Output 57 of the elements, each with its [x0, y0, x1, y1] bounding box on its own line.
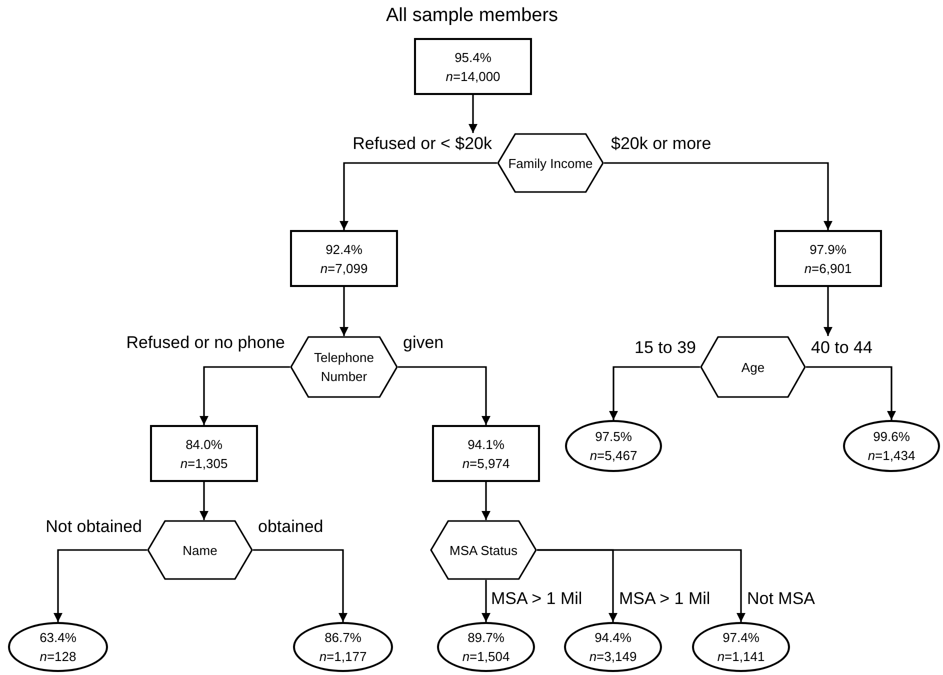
decision-label: MSA Status — [448, 542, 518, 560]
node-text: 86.7% — [324, 629, 362, 647]
arrow — [340, 287, 348, 336]
node-text: n=1,305 — [179, 454, 229, 472]
node-text: n=128 — [38, 648, 78, 666]
node-text: n=1,141 — [716, 648, 766, 666]
node-text: n=1,504 — [461, 648, 511, 666]
node-text: n=1,434 — [866, 447, 916, 465]
decision-hexagon — [430, 520, 537, 580]
arrow — [398, 366, 490, 425]
decision-hexagon — [147, 520, 253, 580]
arrow — [54, 549, 147, 622]
arrow — [806, 366, 896, 420]
edge-label: given — [402, 333, 445, 353]
node-text: n=6,901 — [803, 260, 853, 278]
node-text: n=5,467 — [588, 447, 638, 465]
node-text: 97.5% — [594, 428, 633, 446]
node-text: 94.4% — [594, 629, 632, 647]
decision-label: Family Income — [507, 154, 594, 172]
node-text: n=7,099 — [319, 260, 369, 278]
node-text: 99.6% — [872, 428, 911, 446]
arrow — [824, 287, 832, 336]
decision-hexagon — [290, 336, 398, 398]
node-text: n=5,974 — [461, 454, 511, 472]
node-box — [290, 230, 398, 287]
arrow — [200, 482, 208, 520]
arrow — [482, 580, 490, 622]
arrow — [200, 366, 290, 425]
node-box — [414, 38, 532, 95]
arrow — [468, 95, 478, 133]
node-text: 89.7% — [466, 629, 506, 647]
node-text: 95.4% — [454, 48, 492, 66]
node-box — [432, 425, 540, 482]
node-text: n=1,177 — [318, 648, 368, 666]
arrow — [537, 549, 746, 622]
arrow — [482, 482, 490, 520]
node-text: 63.4% — [38, 629, 78, 647]
arrow — [604, 162, 832, 230]
arrow — [253, 549, 348, 622]
node-box — [774, 230, 882, 287]
decision-label: Age — [740, 358, 766, 376]
node-box — [150, 425, 258, 482]
node-text: n=3,149 — [588, 648, 638, 666]
decision-label: Telephone Number — [313, 349, 375, 386]
decision-hexagon — [700, 336, 806, 398]
decision-label: Name — [182, 542, 218, 560]
node-text: 84.0% — [184, 436, 224, 454]
arrow — [340, 162, 497, 230]
node-text: 97.4% — [722, 629, 760, 647]
decision-hexagon — [497, 133, 604, 193]
node-text: n=14,000 — [444, 68, 502, 86]
arrow — [609, 366, 700, 420]
edge-label: Refused or no phone — [125, 333, 286, 353]
diagram-title: All sample members — [384, 4, 560, 28]
node-text: 97.9% — [808, 240, 848, 258]
node-text: 92.4% — [324, 240, 364, 258]
node-text: 94.1% — [466, 436, 506, 454]
